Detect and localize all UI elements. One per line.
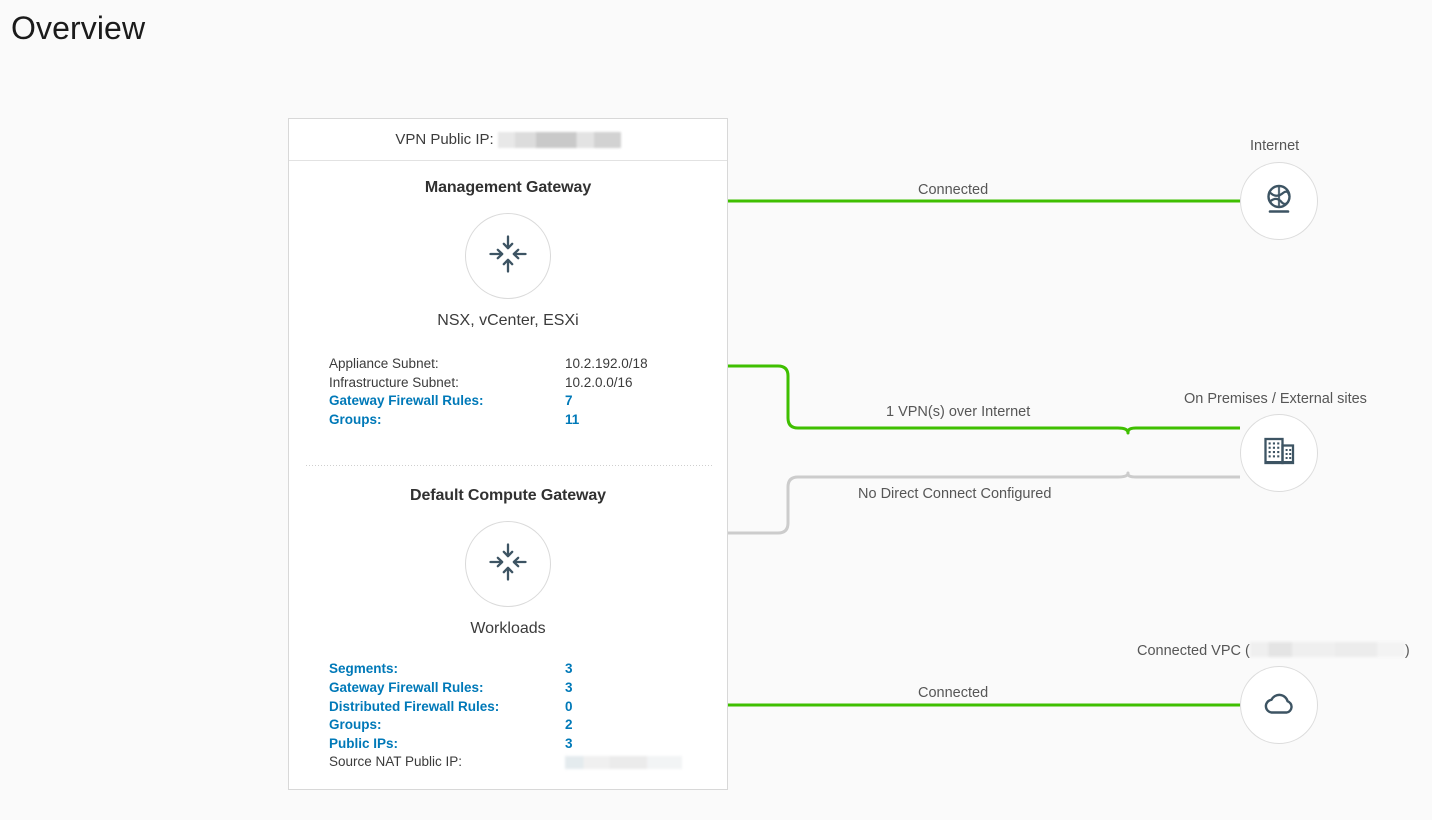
management-gateway-subtitle: NSX, vCenter, ESXi	[437, 312, 579, 329]
stat-row[interactable]: Distributed Firewall Rules: 0	[329, 698, 727, 717]
compute-gateway-icon-wrap	[289, 521, 727, 608]
edge-direct-connect	[728, 471, 1240, 535]
stat-row[interactable]: Groups: 11	[329, 411, 727, 430]
section-divider	[306, 465, 712, 466]
management-gateway-stats: Appliance Subnet: 10.2.192.0/18 Infrastr…	[289, 355, 727, 429]
edge-vpn-to-onprem	[728, 364, 1240, 435]
management-gateway-title: Management Gateway	[424, 179, 592, 196]
edge-label-vpn-to-onprem: 1 VPN(s) over Internet	[886, 404, 1031, 420]
stat-key-link[interactable]: Public IPs:	[329, 735, 399, 751]
stat-value: 10.2.0.0/16	[565, 374, 633, 390]
vpn-public-ip-value-redacted	[497, 131, 621, 148]
node-connected-vpc-circle[interactable]	[1240, 666, 1318, 744]
stat-row: Infrastructure Subnet: 10.2.0.0/16	[329, 374, 727, 393]
management-gateway-circle[interactable]	[465, 213, 551, 299]
node-connected-vpc-label: Connected VPC ()	[1137, 642, 1410, 659]
stat-value: 10.2.192.0/18	[565, 356, 648, 371]
compute-gateway-section: Default Compute Gateway	[289, 469, 727, 772]
stat-key-link[interactable]: Groups:	[329, 717, 382, 733]
management-gateway-section: Management Gateway	[289, 161, 727, 429]
stat-value-link[interactable]: 2	[565, 717, 573, 733]
stat-key: Source NAT Public IP:	[329, 754, 463, 770]
gateway-arrows-icon	[485, 231, 531, 282]
stat-row[interactable]: Segments: 3	[329, 660, 727, 679]
gateways-card: VPN Public IP: Management Gateway	[288, 118, 728, 790]
gateway-arrows-icon	[485, 539, 531, 590]
stat-value-link[interactable]: 7	[565, 393, 573, 409]
stat-value-link[interactable]: 3	[565, 661, 573, 677]
compute-gateway-circle[interactable]	[465, 521, 551, 608]
node-connected-vpc-value-redacted	[1249, 642, 1405, 657]
stat-value-link[interactable]: 3	[565, 735, 573, 751]
vpn-public-ip-label: VPN Public IP:	[395, 131, 494, 148]
stat-value-link[interactable]: 11	[565, 411, 580, 427]
node-connected-vpc-label-suffix: )	[1404, 643, 1410, 659]
cloud-icon	[1259, 683, 1299, 728]
node-internet-label: Internet	[1250, 138, 1300, 154]
stat-key: Infrastructure Subnet:	[329, 374, 459, 390]
node-on-premises-label: On Premises / External sites	[1184, 391, 1367, 407]
node-connected-vpc-label-prefix: Connected VPC (	[1137, 643, 1250, 659]
buildings-icon	[1259, 431, 1299, 476]
compute-gateway-title: Default Compute Gateway	[410, 487, 606, 505]
stat-row[interactable]: Gateway Firewall Rules: 3	[329, 679, 727, 698]
vpn-public-ip-header: VPN Public IP:	[289, 119, 727, 161]
compute-gateway-stats: Segments: 3 Gateway Firewall Rules: 3 Di…	[289, 660, 727, 772]
stat-row[interactable]: Groups: 2	[329, 716, 727, 735]
stat-key-link[interactable]: Gateway Firewall Rules:	[329, 393, 484, 409]
stat-key-link[interactable]: Segments:	[329, 661, 399, 677]
stat-value-redacted	[565, 753, 682, 772]
edge-label-direct-connect: No Direct Connect Configured	[858, 486, 1052, 502]
stat-key-link[interactable]: Gateway Firewall Rules:	[329, 679, 484, 695]
stat-key-link[interactable]: Distributed Firewall Rules:	[329, 698, 500, 714]
page-title: Overview	[11, 10, 146, 46]
stat-row[interactable]: Public IPs: 3	[329, 735, 727, 754]
node-internet-circle[interactable]	[1240, 162, 1318, 240]
stat-row: Source NAT Public IP:	[329, 753, 727, 772]
globe-network-icon	[1259, 179, 1299, 224]
edge-label-mgmt-to-internet: Connected	[918, 182, 989, 198]
stat-value-link[interactable]: 0	[565, 698, 573, 714]
source-nat-public-ip-redacted	[565, 756, 682, 770]
node-on-premises-circle[interactable]	[1240, 414, 1318, 492]
stat-key: Appliance Subnet:	[329, 356, 439, 371]
edge-label-compute-to-vpc: Connected	[918, 685, 989, 701]
stat-key-link[interactable]: Groups:	[329, 411, 382, 427]
compute-gateway-subtitle: Workloads	[470, 620, 546, 638]
management-gateway-icon-wrap	[289, 213, 727, 299]
stat-value-link[interactable]: 3	[565, 679, 573, 695]
stat-row: Appliance Subnet: 10.2.192.0/18	[329, 355, 727, 374]
stat-row[interactable]: Gateway Firewall Rules: 7	[329, 392, 727, 411]
